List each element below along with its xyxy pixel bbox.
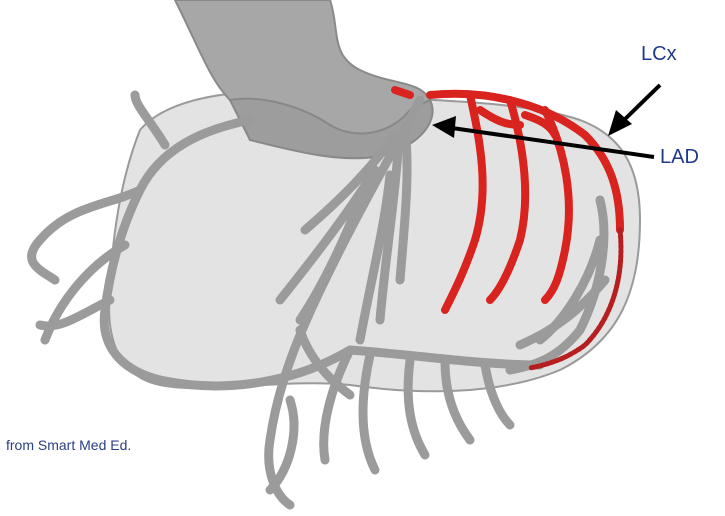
left-main-stub [395, 90, 410, 95]
lcx-arrow-line [622, 85, 660, 122]
lcx-label: LCx [641, 44, 677, 64]
source-credit: from Smart Med Ed. [6, 437, 131, 453]
rca-branch-3 [40, 300, 110, 326]
lad-label: LAD [660, 147, 699, 167]
